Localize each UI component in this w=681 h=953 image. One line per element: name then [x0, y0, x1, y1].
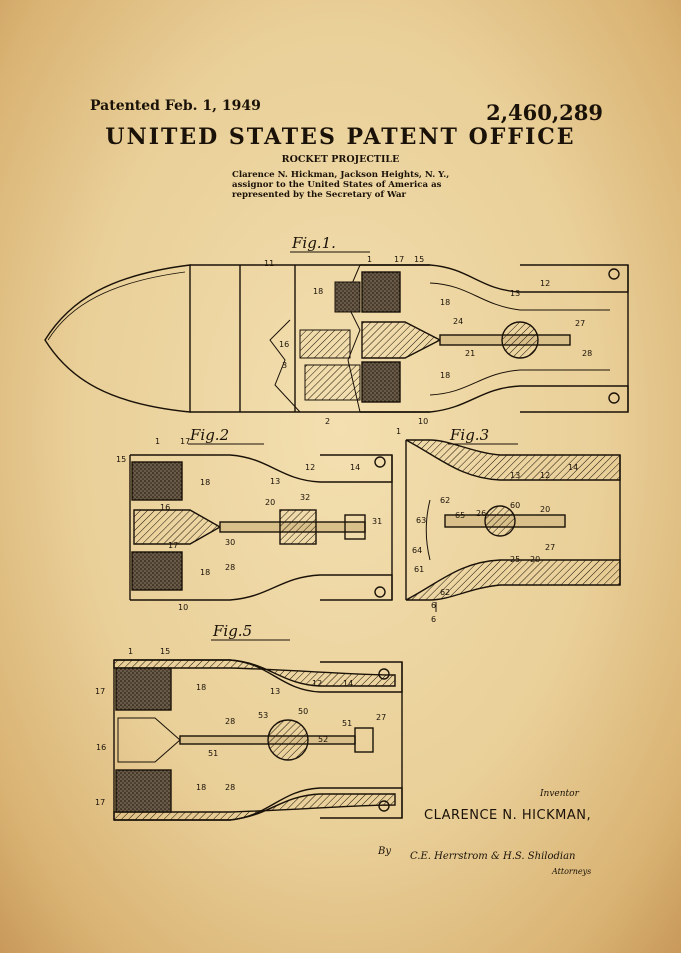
svg-text:13: 13 [510, 289, 520, 298]
svg-text:18: 18 [196, 783, 206, 792]
fig2-label: Fig.2 [189, 426, 229, 444]
svg-text:1: 1 [367, 255, 372, 264]
svg-text:18: 18 [200, 568, 210, 577]
svg-text:18: 18 [196, 683, 206, 692]
svg-text:16: 16 [279, 340, 289, 349]
svg-text:64: 64 [412, 546, 422, 555]
svg-text:13: 13 [270, 477, 280, 486]
svg-text:21: 21 [465, 349, 475, 358]
svg-text:27: 27 [575, 319, 585, 328]
svg-text:16: 16 [96, 743, 106, 752]
svg-text:17: 17 [180, 437, 190, 446]
by-label: By [378, 846, 391, 857]
fig5-label: Fig.5 [212, 622, 252, 640]
svg-text:27: 27 [376, 713, 386, 722]
svg-text:20: 20 [265, 498, 275, 507]
svg-text:20: 20 [530, 555, 540, 564]
figure-2: Fig.2 15 1 17 18 18 16 17 30 12 13 14 [116, 426, 393, 612]
svg-text:17: 17 [168, 541, 178, 550]
svg-text:32: 32 [300, 493, 310, 502]
patent-number: 2,460,289 [486, 100, 603, 125]
svg-text:25: 25 [510, 555, 520, 564]
svg-text:65: 65 [455, 511, 465, 520]
svg-text:10: 10 [178, 603, 188, 612]
svg-text:17: 17 [95, 798, 105, 807]
attorneys-signature: C.E. Herrstrom & H.S. Shilodian [410, 851, 576, 862]
svg-text:63: 63 [416, 516, 426, 525]
svg-text:14: 14 [568, 463, 578, 472]
svg-text:61: 61 [414, 565, 424, 574]
fig3-label: Fig.3 [449, 426, 489, 444]
figure-1: Fig.1. [44, 234, 629, 426]
svg-text:30: 30 [225, 538, 235, 547]
assignor-text: Clarence N. Hickman, Jackson Heights, N.… [232, 170, 450, 200]
svg-text:12: 12 [540, 279, 550, 288]
svg-text:18: 18 [200, 478, 210, 487]
svg-text:51: 51 [208, 749, 218, 758]
fig1-label: Fig.1. [291, 234, 336, 252]
patented-date: Patented Feb. 1, 1949 [90, 98, 261, 114]
svg-text:17: 17 [95, 687, 105, 696]
attorneys-label: Attorneys [552, 867, 592, 876]
svg-text:16: 16 [160, 503, 170, 512]
svg-text:60: 60 [510, 501, 520, 510]
svg-text:13: 13 [270, 687, 280, 696]
figure-5: Fig.5 1 15 17 18 16 18 17 13 12 14 [95, 622, 403, 821]
svg-text:31: 31 [372, 517, 382, 526]
svg-text:24: 24 [453, 317, 463, 326]
svg-text:17: 17 [394, 255, 404, 264]
svg-text:1: 1 [128, 647, 133, 656]
svg-text:1: 1 [396, 427, 401, 436]
svg-text:12: 12 [305, 463, 315, 472]
svg-text:15: 15 [160, 647, 170, 656]
svg-text:15: 15 [414, 255, 424, 264]
svg-text:28: 28 [225, 717, 235, 726]
svg-text:53: 53 [258, 711, 268, 720]
svg-text:6: 6 [431, 601, 436, 610]
svg-text:28: 28 [582, 349, 592, 358]
svg-text:15: 15 [116, 455, 126, 464]
svg-text:13: 13 [510, 471, 520, 480]
svg-text:14: 14 [350, 463, 360, 472]
svg-text:3: 3 [282, 361, 287, 370]
svg-text:62: 62 [440, 496, 450, 505]
svg-text:12: 12 [312, 679, 322, 688]
office-title: UNITED STATES PATENT OFFICE [105, 124, 576, 150]
invention-title: ROCKET PROJECTILE [281, 154, 400, 165]
svg-text:20: 20 [540, 505, 550, 514]
svg-text:18: 18 [440, 298, 450, 307]
svg-text:51: 51 [342, 719, 352, 728]
svg-text:28: 28 [225, 563, 235, 572]
figure-3: Fig.3 1 13 12 14 62 63 64 61 62 65 26 60… [396, 426, 621, 624]
svg-text:28: 28 [225, 783, 235, 792]
svg-text:11: 11 [264, 259, 274, 268]
svg-text:18: 18 [313, 287, 323, 296]
svg-text:18: 18 [440, 371, 450, 380]
svg-text:12: 12 [540, 471, 550, 480]
svg-text:14: 14 [343, 679, 353, 688]
svg-text:6: 6 [431, 615, 436, 624]
inventor-label: Inventor [540, 789, 579, 799]
svg-text:1: 1 [155, 437, 160, 446]
svg-text:52: 52 [318, 735, 328, 744]
svg-text:50: 50 [298, 707, 308, 716]
svg-text:2: 2 [325, 417, 330, 426]
svg-text:10: 10 [418, 417, 428, 426]
svg-text:27: 27 [545, 543, 555, 552]
svg-text:62: 62 [440, 588, 450, 597]
svg-text:26: 26 [476, 509, 486, 518]
inventor-name: CLARENCE N. HICKMAN, [424, 808, 592, 823]
